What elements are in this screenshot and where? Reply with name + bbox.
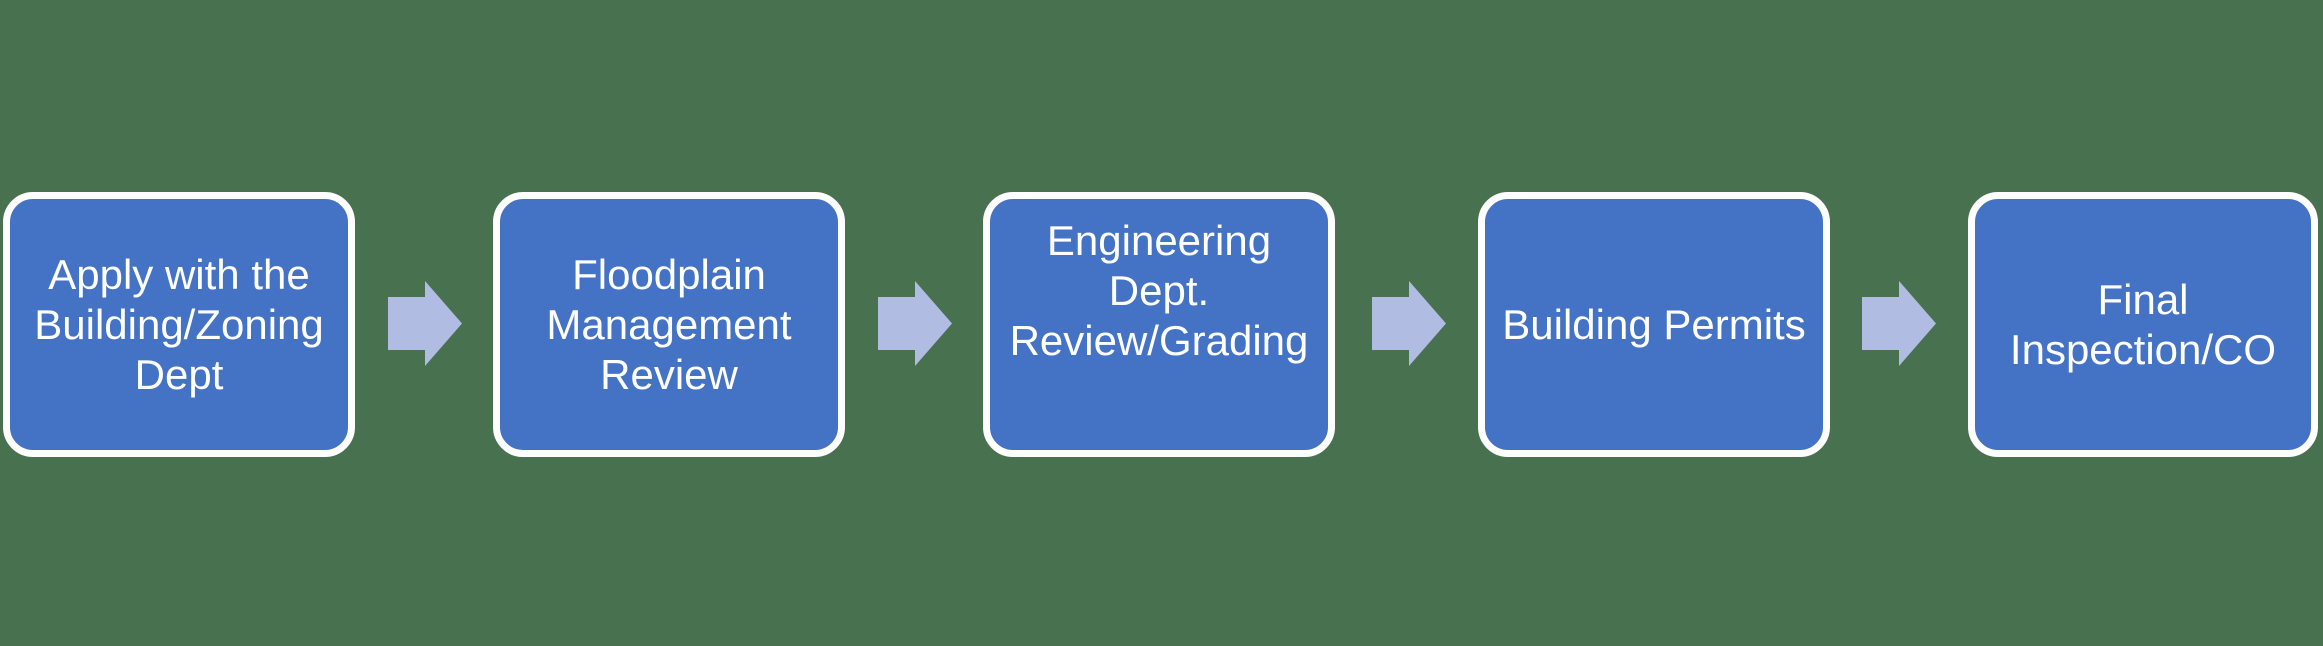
right-arrow-icon <box>1862 281 1936 366</box>
flow-step-4-label: Building Permits <box>1502 300 1806 348</box>
right-arrow-icon <box>388 281 462 366</box>
right-arrow-icon <box>878 281 952 366</box>
flow-step-5-label: Final Inspection/CO <box>2009 275 2277 373</box>
flow-step-2-label: Floodplain Management Review <box>546 250 792 398</box>
flow-step-engineering-review: Engineering Dept. Review/Grading <box>983 192 1335 457</box>
flow-step-1-label: Apply with the Building/Zoning Dept <box>34 250 324 398</box>
right-arrow-icon <box>1372 281 1446 366</box>
flow-step-floodplain-review: Floodplain Management Review <box>493 192 845 457</box>
flow-step-3-label: Engineering Dept. Review/Grading <box>1009 216 1309 364</box>
flow-step-building-permits: Building Permits <box>1478 192 1830 457</box>
flow-step-apply-building-zoning: Apply with the Building/Zoning Dept <box>3 192 355 457</box>
flow-step-final-inspection: Final Inspection/CO <box>1968 192 2318 457</box>
